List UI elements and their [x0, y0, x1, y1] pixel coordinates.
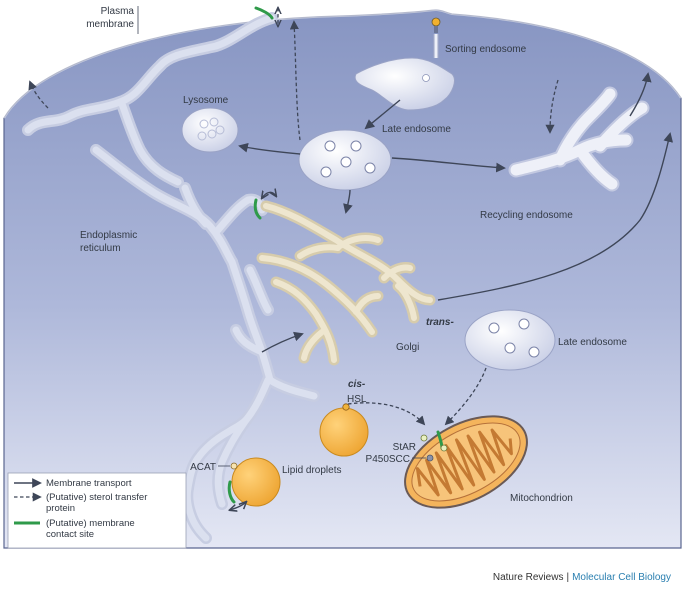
sterol-transfer-arrows — [28, 8, 559, 426]
label-p450scc: P450SCC — [366, 454, 410, 465]
acat-marker — [230, 462, 238, 470]
credit-journal: Nature Reviews — [492, 572, 564, 583]
label-er-2: reticulum — [80, 243, 121, 254]
label-plasma-membrane-2: membrane — [86, 19, 134, 30]
sorting-endosome — [354, 17, 455, 111]
plasma-membrane — [3, 8, 682, 119]
label-star: StAR — [393, 442, 416, 453]
mitochondrion — [404, 415, 528, 509]
label-golgi: Golgi — [396, 342, 419, 353]
label-plasma-membrane-1: Plasma — [101, 6, 135, 17]
endoplasmic-reticulum — [22, 12, 320, 544]
diagram-labels: Plasma membrane Sorting endosome Lysosom… — [80, 6, 627, 504]
credit-section: Molecular Cell Biology — [572, 572, 671, 583]
star-marker-2 — [440, 444, 448, 452]
enzyme-markers — [137, 6, 448, 470]
legend: Membrane transport (Putative) sterol tra… — [7, 472, 187, 549]
legend-sterol-transfer-1: (Putative) sterol transfer — [46, 492, 147, 503]
label-recycling-endosome: Recycling endosome — [480, 210, 573, 221]
credit-separator: | — [566, 572, 570, 583]
legend-contact-site-2: contact site — [46, 529, 94, 540]
membrane-transport-arrows — [230, 72, 674, 510]
label-mitochondrion: Mitochondrion — [510, 493, 573, 504]
cell-cytoplasm — [3, 9, 682, 549]
golgi-apparatus — [256, 200, 436, 366]
label-hsl: HSL — [347, 394, 367, 405]
label-cis: cis- — [348, 379, 366, 390]
label-er-1: Endoplasmic — [80, 230, 137, 241]
label-lipid-droplets: Lipid droplets — [282, 465, 341, 476]
label-sorting-endosome: Sorting endosome — [445, 44, 527, 55]
late-endosome-right — [464, 309, 556, 371]
late-endosome-top — [298, 129, 392, 191]
recycling-endosome — [508, 86, 650, 192]
legend-sterol-transfer-2: protein — [46, 503, 75, 514]
star-marker — [420, 434, 428, 442]
p450scc-marker — [426, 454, 434, 462]
hsl-marker — [342, 403, 350, 411]
lysosome — [181, 107, 239, 153]
figure-credit: Nature Reviews|Molecular Cell Biology — [493, 572, 671, 583]
label-late-endosome-right: Late endosome — [558, 337, 627, 348]
legend-membrane-transport: Membrane transport — [46, 478, 132, 489]
legend-contact-site-1: (Putative) membrane — [46, 518, 135, 529]
label-late-endosome-top: Late endosome — [382, 124, 451, 135]
label-lysosome: Lysosome — [183, 95, 229, 106]
label-trans: trans- — [426, 317, 454, 328]
label-acat: ACAT — [190, 462, 216, 473]
